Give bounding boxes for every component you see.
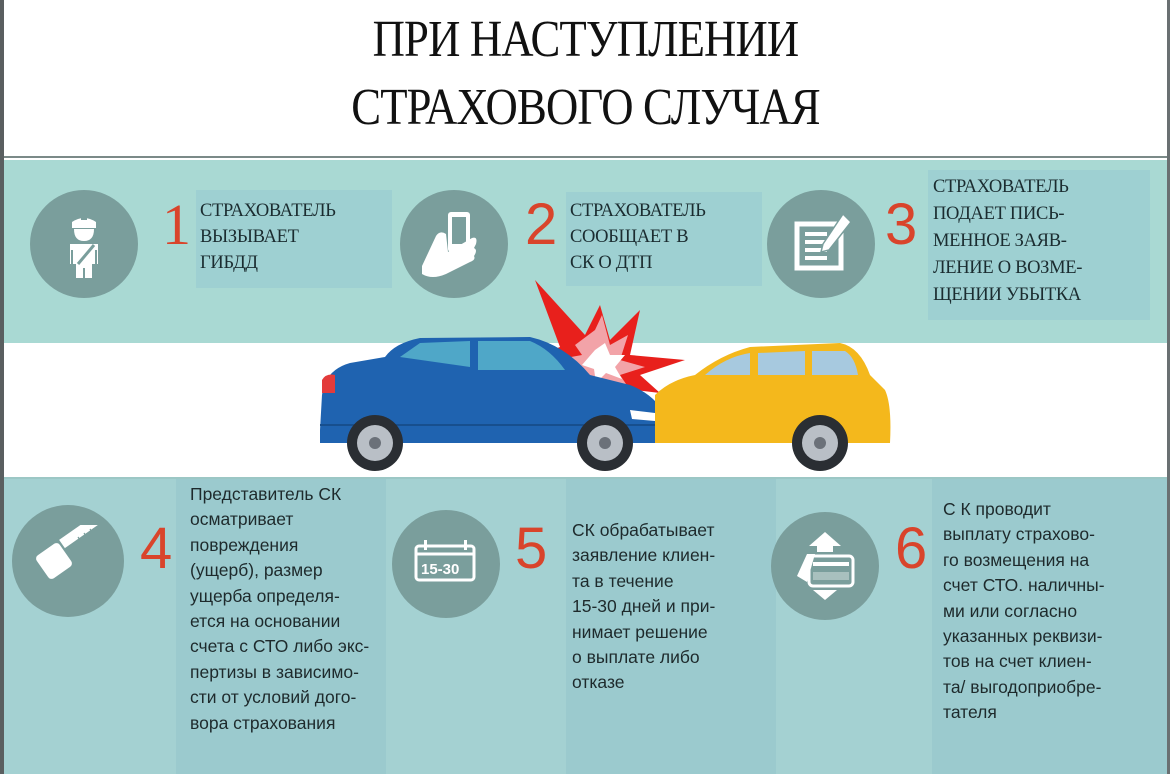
step-6-number: 6: [895, 516, 928, 581]
blue-car: [320, 337, 665, 471]
step-5-line: та в течение: [572, 570, 674, 591]
step-1-text: СТРАХОВАТЕЛЬ ВЫЗЫВАЕТ ГИБДД: [200, 198, 336, 276]
calendar-15-30-icon: 15-30: [414, 540, 476, 582]
svg-text:15-30: 15-30: [421, 561, 459, 578]
title-line-2: СТРАХОВОГО СЛУЧАЯ: [351, 79, 820, 136]
step-4-line: сти от условий дого-: [190, 687, 357, 708]
step-5-number: 5: [515, 516, 548, 581]
step-3-line: МЕННОЕ ЗАЯВ-: [933, 231, 1067, 251]
step-6-line: С К проводит: [943, 499, 1051, 519]
step-3-number: 3: [885, 192, 918, 257]
step-4-line: ется на основании: [190, 611, 341, 632]
frame-right-border: [1167, 0, 1170, 774]
step-5-line: СК обрабатывает: [572, 520, 715, 540]
step-2-text: СТРАХОВАТЕЛЬ СООБЩАЕТ В СК О ДТП: [570, 198, 706, 276]
step-6-line: тателя: [943, 702, 997, 723]
step-3-text-bg: [928, 170, 1150, 320]
step-6-line: указанных реквизи-: [943, 626, 1103, 647]
step-5-panel: [566, 479, 776, 774]
yellow-car: [655, 343, 891, 471]
step-4-text: Представитель СК осматривает повреждения…: [190, 482, 369, 736]
step-1-line: СТРАХОВАТЕЛЬ: [200, 201, 336, 221]
step-6-line: го возмещения на: [943, 549, 1090, 570]
step-3-icon-circle: [767, 190, 875, 298]
step-5-line: о выплате либо: [572, 647, 700, 668]
step-5-line: 15-30 дней и при-: [572, 596, 716, 617]
step-4-line: Представитель СК: [190, 484, 342, 504]
step-1-line: ГИБДД: [200, 253, 258, 273]
header: ПРИ НАСТУПЛЕНИИ СТРАХОВОГО СЛУЧАЯ: [4, 0, 1167, 158]
step-4-panel: [176, 479, 386, 774]
step-6-panel: [932, 479, 1167, 774]
document-pencil-icon: [794, 212, 853, 271]
step-3-line: ЩЕНИИ УБЫТКА: [933, 285, 1081, 305]
car-collision-illustration: [320, 280, 891, 471]
frame-left-border: [0, 0, 4, 774]
title-line-1: ПРИ НАСТУПЛЕНИИ: [372, 11, 800, 68]
step-4-line: счета с СТО либо экс-: [190, 636, 370, 657]
step-2-line: СООБЩАЕТ В: [570, 227, 689, 247]
tape-measure-icon: [36, 525, 101, 579]
step-3-line: СТРАХОВАТЕЛЬ: [933, 177, 1069, 197]
step-6-icon-circle: [771, 512, 879, 620]
hand-holding-phone-icon: [422, 212, 477, 277]
step-3-line: ПОДАЕТ ПИСЬ-: [933, 204, 1065, 224]
payment-card-transfer-icon: [797, 532, 855, 600]
page-title: ПРИ НАСТУПЛЕНИИ СТРАХОВОГО СЛУЧАЯ: [85, 6, 1085, 142]
step-2-text-bg: [566, 192, 762, 286]
step-6-line: ми или согласно: [943, 600, 1078, 621]
step-4-line: повреждения: [190, 534, 299, 555]
step-6-line: выплату страхово-: [943, 524, 1095, 545]
step-3-text: СТРАХОВАТЕЛЬ ПОДАЕТ ПИСЬ- МЕННОЕ ЗАЯВ- Л…: [933, 174, 1082, 309]
step-4-line: вора страхования: [190, 712, 336, 733]
step-5-line: нимает решение: [572, 621, 708, 642]
step-2-line: СТРАХОВАТЕЛЬ: [570, 201, 706, 221]
step-5-icon-circle: 15-30: [392, 510, 500, 618]
step-1-number: 1: [162, 192, 191, 257]
step-4-line: (ущерб), размер: [190, 560, 323, 581]
step-6-line: тов на счет клиен-: [943, 651, 1092, 672]
step-6-line: та/ выгодоприобре-: [943, 676, 1102, 697]
step-5-text: СК обрабатывает заявление клиен- та в те…: [572, 518, 715, 696]
step-6-line: счет СТО. наличны-: [943, 575, 1105, 596]
step-1-text-bg: [196, 190, 392, 288]
traffic-police-officer-icon: [70, 217, 98, 278]
step-2-line: СК О ДТП: [570, 253, 653, 273]
step-3-line: ЛЕНИЕ О ВОЗМЕ-: [933, 258, 1083, 278]
step-1-line: ВЫЗЫВАЕТ: [200, 227, 299, 247]
step-2-number: 2: [525, 192, 558, 257]
step-1-icon-circle: [30, 190, 138, 298]
step-2-icon-circle: [400, 190, 508, 298]
step-6-text: С К проводит выплату страхово- го возмещ…: [943, 497, 1105, 726]
step-4-icon-circle: [12, 505, 124, 617]
step-4-line: пертизы в зависимо-: [190, 661, 359, 682]
step-5-line: заявление клиен-: [572, 545, 716, 566]
step-4-number: 4: [140, 516, 173, 581]
steps-band-bottom: [4, 477, 1167, 774]
step-4-line: ущерба определя-: [190, 585, 340, 606]
step-4-line: осматривает: [190, 509, 294, 530]
step-5-line: отказе: [572, 672, 625, 693]
